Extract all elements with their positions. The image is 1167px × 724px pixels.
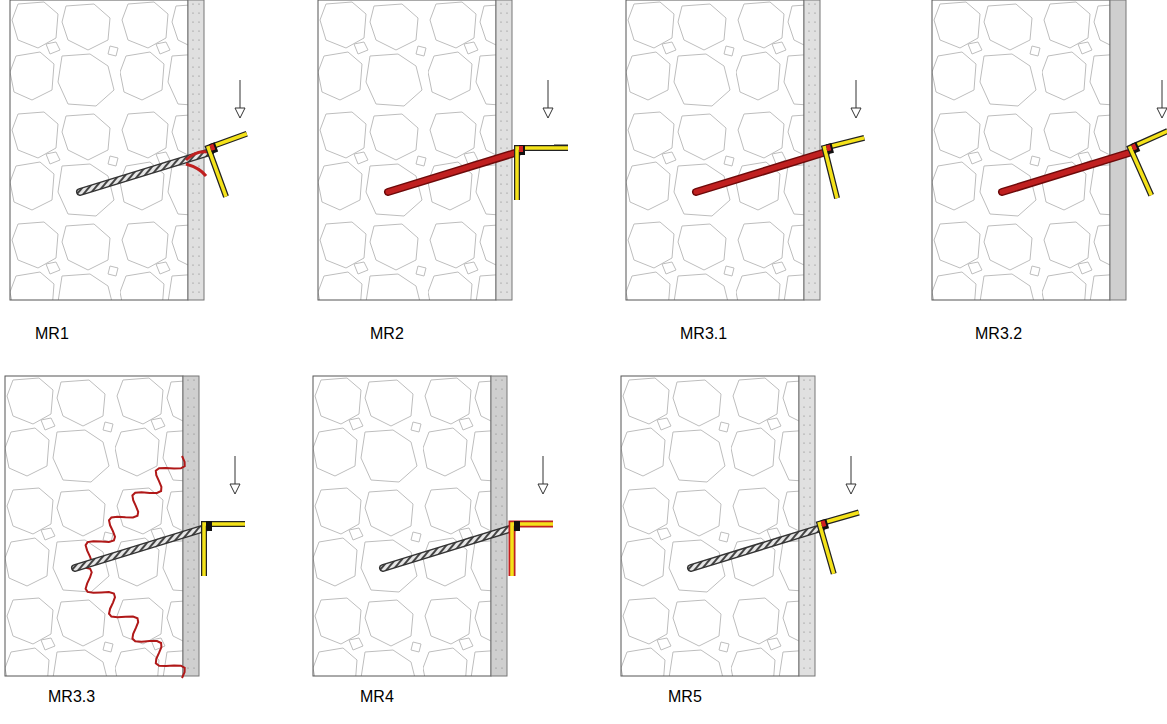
plaster-dots	[491, 376, 507, 676]
wall-panel	[621, 376, 873, 676]
load-arrowhead	[846, 484, 856, 494]
bracket-outline	[512, 524, 553, 576]
masonry-stones	[626, 0, 804, 300]
nut-highlight	[826, 144, 831, 151]
bracket-outline	[204, 524, 245, 576]
masonry	[318, 0, 496, 300]
load-arrowhead	[1157, 108, 1167, 118]
load-arrowhead	[851, 108, 861, 118]
bracket-outline	[208, 134, 264, 197]
variant-label: MR5	[668, 688, 702, 706]
wall-panel	[932, 0, 1167, 300]
masonry-stones	[318, 0, 496, 300]
anchor-rod	[1002, 152, 1132, 192]
wall-panel	[313, 376, 553, 676]
nut	[821, 519, 830, 530]
masonry	[5, 376, 183, 676]
anchor-rod-outline	[383, 528, 513, 568]
variant-label: MR3.1	[680, 325, 727, 343]
angle-bracket	[204, 521, 245, 576]
anchor-rod	[80, 152, 210, 192]
masonry-stones	[10, 0, 188, 300]
bracket-leg	[208, 134, 264, 197]
masonry	[932, 0, 1110, 300]
bracket-leg	[1130, 131, 1167, 195]
plaster-layer	[496, 0, 512, 300]
angle-bracket	[207, 131, 264, 197]
masonry	[626, 0, 804, 300]
masonry-stones	[5, 376, 183, 676]
anchor-rod-outline	[696, 152, 826, 192]
plaster-dots	[188, 0, 204, 300]
nut-highlight	[821, 520, 826, 527]
variant-label: MR2	[370, 325, 404, 343]
anchor-rod	[691, 528, 821, 568]
variant-label: MR1	[35, 325, 69, 343]
bracket-leg	[824, 138, 876, 198]
variant-label: MR3.2	[975, 325, 1022, 343]
bracket-extension	[554, 145, 568, 146]
wall-panel	[626, 0, 877, 300]
plaster-layer	[183, 376, 199, 676]
plaster-layer	[188, 0, 204, 300]
variant-label: MR3.3	[48, 688, 95, 706]
anchor-rod-outline	[80, 152, 210, 192]
plaster-layer	[804, 0, 820, 300]
plaster-dots	[183, 376, 199, 676]
plaster-layer	[1110, 0, 1126, 300]
load-arrowhead	[538, 484, 548, 494]
nut	[514, 521, 520, 531]
bracket-leg	[517, 148, 568, 200]
masonry	[313, 376, 491, 676]
bracket-leg	[819, 513, 873, 574]
plaster-layer	[491, 376, 507, 676]
angle-bracket	[512, 521, 553, 576]
plaster-dots	[799, 376, 815, 676]
plaster-dots	[804, 0, 820, 300]
wall-panel	[10, 0, 265, 300]
anchor-rod-outline	[691, 528, 821, 568]
anchor-rod	[696, 152, 826, 192]
masonry-stones	[932, 0, 1110, 300]
nut	[1131, 142, 1141, 154]
bracket-leg	[204, 524, 245, 576]
plaster-dots	[496, 0, 512, 300]
bracket-outline	[824, 138, 876, 198]
masonry-stones	[313, 376, 491, 676]
angle-bracket	[824, 135, 877, 198]
masonry	[621, 376, 799, 676]
load-arrowhead	[543, 108, 553, 118]
masonry	[10, 0, 188, 300]
load-arrowhead	[230, 484, 240, 494]
nut	[826, 143, 834, 154]
angle-bracket	[1129, 128, 1167, 195]
load-arrowhead	[235, 108, 245, 118]
nut-highlight	[1131, 143, 1137, 150]
bracket-outline	[517, 148, 568, 200]
bracket-leg	[512, 524, 553, 576]
masonry-stones	[621, 376, 799, 676]
deformed-rod	[186, 152, 208, 176]
angle-bracket	[517, 145, 568, 200]
anchor-rod	[383, 528, 513, 568]
bracket-outline	[1130, 131, 1167, 195]
nut	[519, 145, 525, 155]
variant-label: MR4	[360, 688, 394, 706]
crack-line	[77, 568, 185, 678]
wall-panel	[318, 0, 568, 300]
nut	[209, 142, 218, 153]
anchor-rod-outline	[75, 528, 205, 568]
plaster-layer	[799, 376, 815, 676]
anchor-rod	[388, 152, 518, 192]
anchor-rod-outline	[388, 152, 518, 192]
anchor-rod	[75, 528, 205, 568]
nut-highlight	[519, 146, 523, 152]
nut-highlight	[209, 144, 215, 151]
bracket-outline	[819, 513, 873, 574]
angle-bracket	[819, 510, 874, 574]
anchor-rod-outline	[1002, 152, 1132, 192]
nut	[206, 521, 212, 531]
wall-panel	[5, 376, 245, 678]
